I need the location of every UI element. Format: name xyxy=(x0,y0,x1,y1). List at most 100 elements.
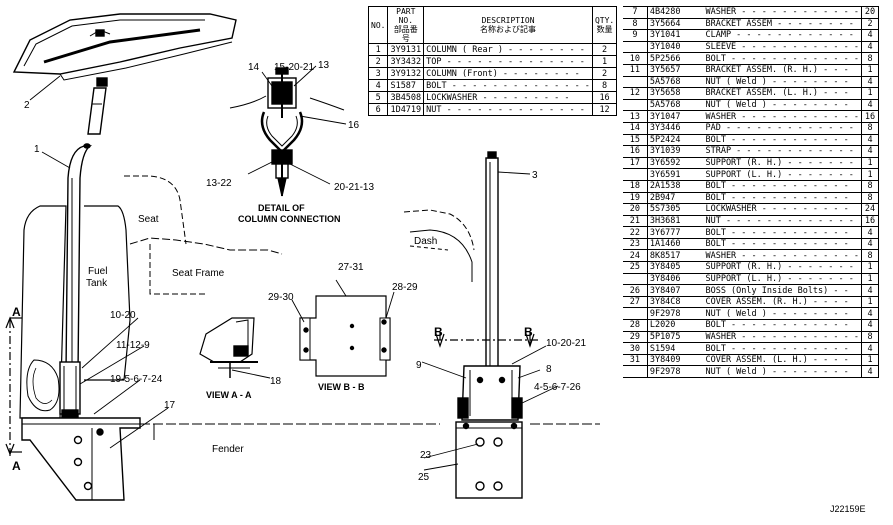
description: WASHER - - - - - - - - - - - - xyxy=(703,6,862,19)
item-no: 14 xyxy=(623,121,648,135)
item-no: 18 xyxy=(623,179,648,193)
quantity: 2 xyxy=(861,17,879,31)
description: BRACKET ASSEM. (R. H.) - - - xyxy=(703,63,862,77)
callout-15-20-21: 15-20-21 xyxy=(274,62,314,73)
item-no: 10 xyxy=(623,52,648,65)
quantity: 16 xyxy=(591,91,618,104)
detail-title-line1: DETAIL OF xyxy=(258,203,305,213)
part-number: 5A5768 xyxy=(647,75,704,89)
part-number: 3Y1047 xyxy=(647,110,704,123)
description: BOLT - - - - - - - - - - - - xyxy=(703,342,862,355)
description: NUT ( Weld ) - - - - - - - - xyxy=(703,365,862,378)
description: BOLT - - - - - - - - - - - - xyxy=(703,226,862,239)
item-no xyxy=(623,168,648,181)
item-no xyxy=(623,40,648,54)
quantity: 8 xyxy=(861,52,879,65)
description: WASHER - - - - - - - - - - - - xyxy=(703,330,862,344)
leader-lines xyxy=(29,65,559,471)
column-front xyxy=(485,151,499,369)
callout-9: 9 xyxy=(416,360,422,371)
rear-support xyxy=(21,417,141,501)
dash xyxy=(403,209,475,282)
item-no: 6 xyxy=(367,103,389,116)
seat xyxy=(124,175,283,295)
description: BOLT - - - - - - - - - - - - xyxy=(703,237,862,251)
description: TOP - - - - - - - - - - - - - - xyxy=(423,55,593,68)
header-no: NO. xyxy=(367,6,389,44)
item-no: 22 xyxy=(623,226,648,239)
fender-line xyxy=(140,423,600,440)
part-number: 3Y8407 xyxy=(647,284,704,297)
part-number: 4B4280 xyxy=(647,6,704,19)
part-number: 3Y84C8 xyxy=(647,295,704,309)
column-rear-upper xyxy=(87,77,108,135)
section-a-top: A xyxy=(12,305,21,319)
item-no: 19 xyxy=(623,191,648,205)
callout-27-31: 27-31 xyxy=(338,262,364,273)
description: NUT - - - - - - - - - - - - - xyxy=(703,214,862,228)
header-description: DESCRIPTION 名称および記事 xyxy=(423,6,593,44)
quantity: 1 xyxy=(861,87,879,100)
quantity: 1 xyxy=(861,353,879,367)
callout-16: 16 xyxy=(348,120,360,131)
callout-28-29: 28-29 xyxy=(392,282,418,293)
quantity: 4 xyxy=(861,365,879,378)
description: SUPPORT (L. H.) - - - - - - - xyxy=(703,168,862,181)
description: BRACKET ASSEM. (L. H.) - - - xyxy=(703,87,862,100)
item-no: 27 xyxy=(623,295,648,309)
quantity: 8 xyxy=(861,330,879,344)
part-number: 9F2978 xyxy=(647,365,704,378)
part-number: 3Y3446 xyxy=(647,121,704,135)
front-bracket-assembly xyxy=(457,365,523,421)
quantity: 1 xyxy=(861,272,879,286)
quantity: 4 xyxy=(861,237,879,251)
quantity: 8 xyxy=(591,79,618,92)
item-no xyxy=(623,272,648,286)
detail-title-line2: COLUMN CONNECTION xyxy=(238,214,341,224)
parts-table-small: NO. PART NO. 部品番号 DESCRIPTION 名称および記事 QT… xyxy=(367,6,618,116)
item-no: 11 xyxy=(623,63,648,77)
quantity: 2 xyxy=(591,43,618,56)
parts-table-header: NO. PART NO. 部品番号 DESCRIPTION 名称および記事 QT… xyxy=(367,6,618,44)
part-number: 3Y1041 xyxy=(647,29,704,42)
description: NUT ( Weld ) - - - - - - - - xyxy=(703,98,862,112)
callout-4-5-6-7-26: 4-5-6-7-26 xyxy=(534,382,581,393)
description: CLAMP - - - - - - - - - - - - xyxy=(703,29,862,42)
callout-19-5-6-7-24: 19-5-6-7-24 xyxy=(110,374,163,385)
part-number: 1D4719 xyxy=(387,103,425,116)
view-b-b xyxy=(299,295,391,377)
quantity: 4 xyxy=(861,29,879,42)
quantity: 8 xyxy=(861,121,879,135)
item-no: 30 xyxy=(623,342,648,355)
callout-10-20-21: 10-20-21 xyxy=(546,338,586,349)
part-number: 3Y6592 xyxy=(647,156,704,170)
part-number: 5S7305 xyxy=(647,203,704,216)
description: BOLT - - - - - - - - - - - - - - xyxy=(423,79,593,92)
canopy-top xyxy=(12,13,237,81)
callout-17: 17 xyxy=(164,400,176,411)
callout-14: 14 xyxy=(248,62,260,73)
part-number: 3Y5664 xyxy=(647,17,704,31)
callout-18: 18 xyxy=(270,376,282,387)
quantity: 4 xyxy=(861,75,879,89)
part-number: 3Y1039 xyxy=(647,145,704,158)
view-a-a xyxy=(199,317,258,378)
item-no: 1 xyxy=(367,43,389,56)
item-no: 15 xyxy=(623,133,648,147)
